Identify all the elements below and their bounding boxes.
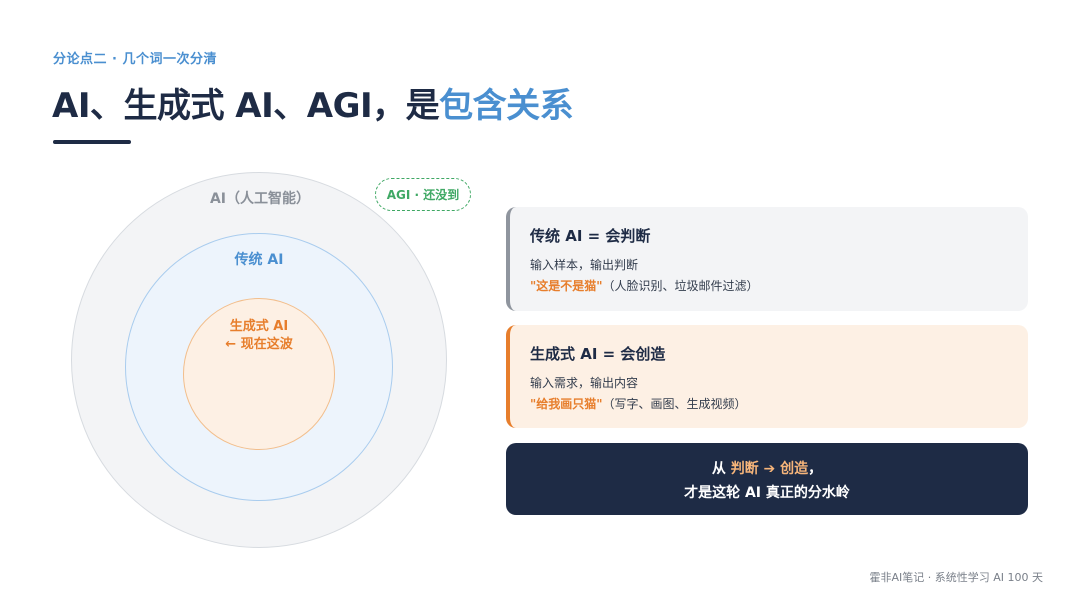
traditional-ai-card: 传统 AI = 会判断 输入样本，输出判断 "这是不是猫"（人脸识别、垃圾邮件过… [506, 207, 1028, 311]
ai-outer-label: AI（人工智能） [209, 191, 311, 207]
generative-ai-circle [183, 298, 335, 450]
generative-card-examples: （写字、画图、生成视频） [602, 397, 747, 411]
traditional-card-heading: 传统 AI = 会判断 [530, 227, 651, 245]
generative-ai-card: 生成式 AI = 会创造 输入需求，输出内容 "给我画只猫"（写字、画图、生成视… [506, 325, 1028, 428]
page-title: AI、生成式 AI、AGI，是包含关系 [52, 78, 574, 127]
generative-card-heading: 生成式 AI = 会创造 [530, 345, 666, 363]
current-wave-label: ← 现在这波 [225, 337, 293, 352]
generative-card-quote: "给我画只猫" [530, 397, 603, 411]
conclusion-prefix: 从 [711, 461, 731, 477]
traditional-card-line2: "这是不是猫"（人脸识别、垃圾邮件过滤） [530, 277, 759, 294]
generative-card-line1: 输入需求，输出内容 [530, 376, 639, 390]
generative-ai-label: 生成式 AI [229, 319, 289, 334]
conclusion-box: 从 判断 ➔ 创造， 才是这轮 AI 真正的分水岭 [506, 443, 1028, 515]
conclusion-line1: 从 判断 ➔ 创造， [506, 458, 1028, 478]
generative-card-line2: "给我画只猫"（写字、画图、生成视频） [530, 395, 747, 412]
conclusion-highlight: 判断 ➔ 创造 [730, 461, 809, 477]
agi-badge: AGI · 还没到 [375, 178, 471, 211]
title-underline [53, 140, 131, 144]
traditional-card-examples: （人脸识别、垃圾邮件过滤） [602, 279, 759, 293]
eyebrow: 分论点二 · 几个词一次分清 [53, 52, 217, 67]
footer-credit: 霍非AI笔记 · 系统性学习 AI 100 天 [869, 571, 1043, 584]
conclusion-suffix: ， [808, 461, 823, 477]
traditional-card-quote: "这是不是猫" [530, 279, 603, 293]
traditional-ai-label: 传统 AI [234, 252, 284, 268]
conclusion-line2: 才是这轮 AI 真正的分水岭 [684, 485, 850, 501]
title-main: AI、生成式 AI、AGI，是 [52, 86, 440, 126]
traditional-card-line1: 输入样本，输出判断 [530, 258, 639, 272]
title-accent: 包含关系 [439, 86, 574, 126]
